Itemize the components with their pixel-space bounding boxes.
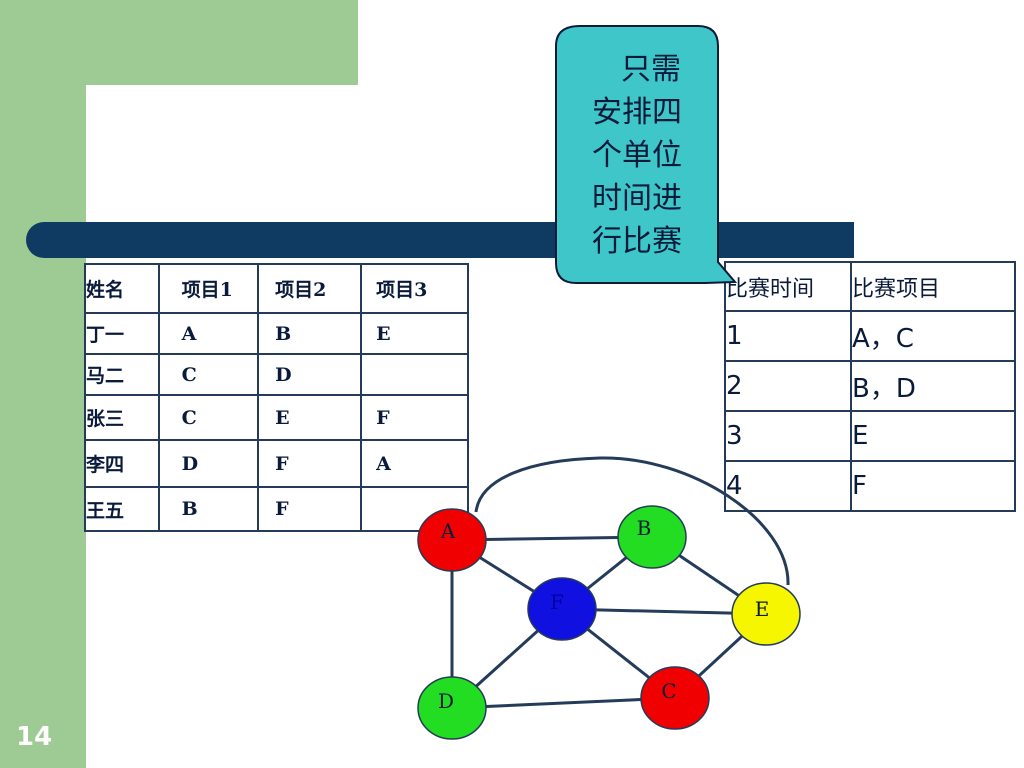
table-cell: B bbox=[157, 486, 260, 532]
callout-line: 安排四 bbox=[592, 95, 682, 130]
table-cell: 2 bbox=[724, 360, 852, 412]
callout-line: 个单位 bbox=[592, 138, 682, 173]
graph-edge-D-C bbox=[451, 696, 676, 710]
table-cell: 丁一 bbox=[84, 312, 160, 355]
callout-line: 只需 bbox=[621, 52, 681, 87]
graph-node-F: F bbox=[527, 577, 597, 641]
graph-node-B: B bbox=[617, 505, 687, 569]
node-label: A bbox=[440, 519, 456, 543]
node-label: F bbox=[550, 590, 564, 614]
table-cell: 1 bbox=[724, 310, 852, 362]
table-header-row: 姓名 项目1 项目2 项目3 bbox=[84, 263, 469, 314]
table-header-row: 比赛时间 比赛项目 bbox=[724, 261, 1016, 312]
table-cell: C bbox=[157, 353, 260, 396]
header-cell: 项目2 bbox=[257, 263, 363, 314]
table-row: 1 A，C bbox=[724, 310, 1016, 362]
table-cell: D bbox=[157, 439, 260, 488]
graph-node-A: A bbox=[417, 508, 487, 572]
table-cell: E bbox=[257, 394, 363, 441]
graph-nodes: A B F E D C bbox=[417, 505, 801, 740]
table-row: 李四 D F A bbox=[84, 439, 469, 488]
table-cell: B，D bbox=[850, 360, 1016, 412]
node-shape bbox=[617, 505, 687, 569]
callout-line: 行比赛 bbox=[592, 224, 682, 259]
header-cell: 比赛项目 bbox=[850, 261, 1016, 312]
table-cell: 张三 bbox=[84, 394, 160, 441]
table-cell: C bbox=[157, 394, 260, 441]
header-cell: 比赛时间 bbox=[724, 261, 852, 312]
table-row: 张三 C E F bbox=[84, 394, 469, 441]
node-label: E bbox=[755, 597, 770, 621]
table-row: 2 B，D bbox=[724, 360, 1016, 412]
graph-node-D: D bbox=[417, 676, 487, 740]
table-row: 丁一 A B E bbox=[84, 312, 469, 355]
table-cell: A bbox=[360, 439, 469, 488]
node-shape bbox=[417, 676, 487, 740]
table-cell: 3 bbox=[724, 410, 852, 462]
top-green-block bbox=[86, 0, 358, 85]
table-cell: 4 bbox=[724, 460, 852, 512]
schedule-table: 姓名 项目1 项目2 项目3 丁一 A B E 马二 C D 张三 C E F … bbox=[84, 263, 469, 532]
table-row: 4 F bbox=[724, 460, 1016, 512]
table-cell: 王五 bbox=[84, 486, 160, 532]
node-shape bbox=[527, 577, 597, 641]
table-cell bbox=[360, 353, 469, 396]
table-cell: 马二 bbox=[84, 353, 160, 396]
table-cell: A，C bbox=[850, 310, 1016, 362]
node-label: C bbox=[661, 679, 676, 703]
graph-node-C: C bbox=[640, 666, 710, 730]
table-cell: E bbox=[360, 312, 469, 355]
node-shape bbox=[731, 582, 801, 646]
header-cell: 姓名 bbox=[84, 263, 160, 314]
table-cell: F bbox=[257, 486, 363, 532]
callout-bubble bbox=[555, 25, 738, 284]
node-shape bbox=[640, 666, 710, 730]
table-cell: D bbox=[257, 353, 363, 396]
node-label: D bbox=[438, 689, 454, 713]
table-cell: B bbox=[257, 312, 363, 355]
graph-node-E: E bbox=[731, 582, 801, 646]
node-label: B bbox=[637, 516, 652, 540]
page-number: 14 bbox=[16, 722, 53, 752]
table-row: 3 E bbox=[724, 410, 1016, 462]
table-cell: F bbox=[850, 460, 1016, 512]
table-cell: E bbox=[850, 410, 1016, 462]
timing-table: 比赛时间 比赛项目 1 A，C 2 B，D 3 E 4 F bbox=[724, 261, 1016, 512]
table-cell: F bbox=[257, 439, 363, 488]
table-cell: 李四 bbox=[84, 439, 160, 488]
table-row: 马二 C D bbox=[84, 353, 469, 396]
table-cell: F bbox=[360, 394, 469, 441]
left-green-bar bbox=[0, 0, 86, 768]
graph-edge-A-E bbox=[474, 456, 790, 586]
node-shape bbox=[417, 508, 487, 572]
callout-line: 时间进 bbox=[592, 181, 682, 216]
header-cell: 项目3 bbox=[360, 263, 469, 314]
header-cell: 项目1 bbox=[157, 263, 260, 314]
graph-edges bbox=[450, 456, 790, 710]
table-cell: A bbox=[157, 312, 260, 355]
callout-text: 只需 安排四 个单位 时间进 行比赛 bbox=[560, 48, 714, 263]
